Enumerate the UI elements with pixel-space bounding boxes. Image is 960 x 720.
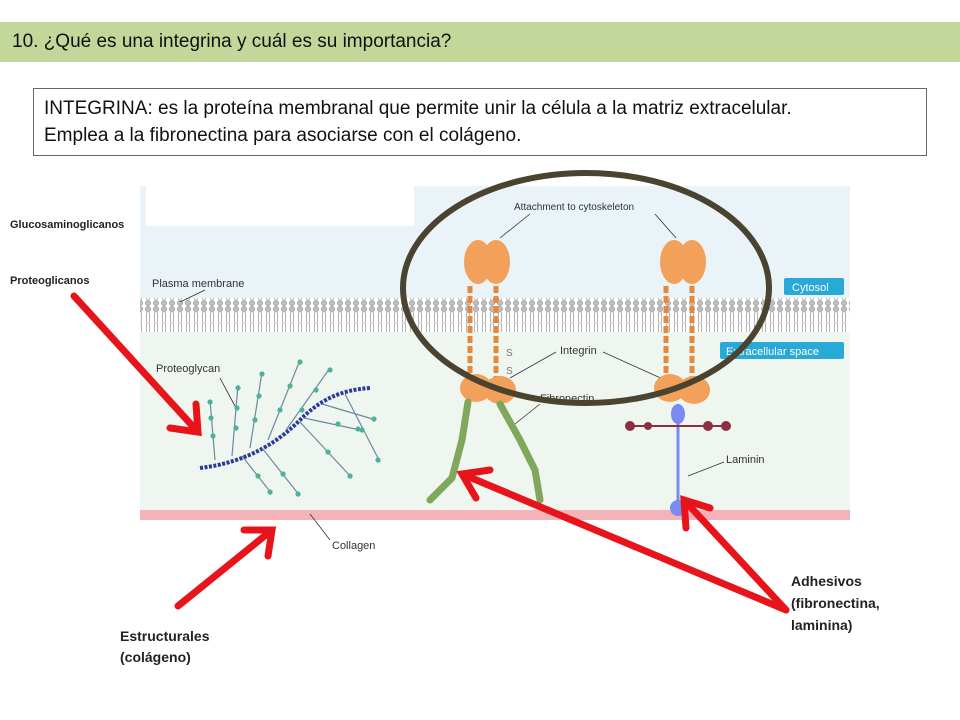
arrow-proteoglicanos-head [166, 400, 202, 437]
integrin-label: Integrin [560, 345, 597, 357]
plasma-membrane-label: Plasma membrane [152, 278, 244, 290]
arrow-proteoglicanos [70, 292, 202, 436]
definition-line-2: Emplea a la fibronectina para asociarse … [44, 125, 522, 146]
definition-line-1: INTEGRINA: es la proteína membranal que … [44, 98, 792, 119]
arrow-estructurales-head [240, 526, 277, 560]
title-bar: 10. ¿Qué es una integrina y cuál es su i… [0, 22, 960, 62]
blank-panel [146, 186, 414, 226]
arrow-adhesivos-laminin [680, 496, 790, 614]
fibronectin [426, 398, 544, 504]
glycosaminoglycan-chains [209, 359, 381, 497]
arrow-adhesivos-fibronectin-head [456, 466, 494, 502]
slide-title: 10. ¿Qué es una integrina y cuál es su i… [12, 31, 452, 52]
disulfide-s2: S [506, 366, 513, 377]
arrow-adhesivos-fibronectin [458, 470, 790, 614]
glycosaminoglycan-beads [207, 359, 381, 497]
collagen-layer [140, 510, 850, 520]
glucosaminoglicanos-label: Glucosaminoglicanos [10, 219, 125, 231]
cytosol-label: Cytosol [792, 282, 829, 294]
attachment-label: Attachment to cytoskeleton [514, 202, 634, 213]
red-arrows [70, 292, 790, 614]
estructurales-label: Estructurales (colágeno) [120, 628, 210, 665]
adhesivos-label: Adhesivos (fibronectina, laminina) [791, 573, 880, 633]
integrin-highlight-circle [400, 170, 772, 406]
laminin-label: Laminin [726, 454, 765, 466]
arrow-adhesivos-laminin-head [680, 495, 714, 532]
extracellular-label: Extracellular space [726, 346, 819, 358]
extracellular-badge [720, 342, 844, 359]
collagen-label: Collagen [332, 540, 375, 552]
disulfide-s1: S [506, 348, 513, 359]
cytosol-badge [784, 278, 844, 295]
proteoglycan-label: Proteoglycan [156, 363, 220, 375]
proteoglycan-core [199, 386, 371, 470]
proteoglicanos-label: Proteoglicanos [10, 275, 90, 287]
arrow-estructurales [174, 526, 276, 610]
definition-box: INTEGRINA: es la proteína membranal que … [33, 88, 927, 156]
